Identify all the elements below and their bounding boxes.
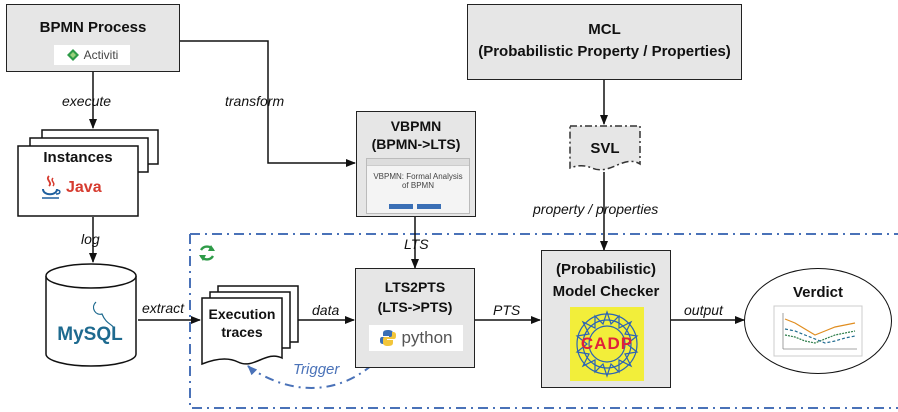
vbpmn-screenshot-navbar bbox=[367, 159, 469, 166]
mcl-title: MCL bbox=[588, 21, 621, 38]
instances-stack bbox=[17, 129, 159, 217]
edge-label-log: log bbox=[81, 231, 100, 247]
model-checker-title: (Probabilistic) bbox=[555, 261, 656, 278]
edge-label-property: property / properties bbox=[533, 201, 659, 217]
python-logo-text: python bbox=[401, 328, 453, 347]
vbpmn-screenshot: VBPMN: Formal Analysis of BPMN bbox=[366, 158, 470, 214]
activiti-icon bbox=[66, 49, 79, 61]
edge-label-transform: transform bbox=[225, 93, 285, 109]
python-logo: python bbox=[369, 325, 463, 351]
execution-traces-stack bbox=[201, 285, 299, 366]
verdict-ellipse: Verdict bbox=[744, 268, 892, 374]
verdict-label: Verdict bbox=[792, 284, 844, 301]
edge-label-extract: extract bbox=[142, 300, 185, 316]
bpmn-process-box: BPMN Process Activiti bbox=[6, 4, 180, 72]
edge-label-execute: execute bbox=[62, 93, 112, 109]
vbpmn-title: VBPMN bbox=[390, 118, 442, 134]
execution-traces-line2: traces bbox=[221, 324, 263, 340]
mcl-subtitle: (Probabilistic Property / Properties) bbox=[478, 43, 731, 60]
cadp-logo-text: CADP bbox=[580, 334, 634, 353]
mcl-box: MCL (Probabilistic Property / Properties… bbox=[467, 4, 742, 80]
verdict-chart-thumbnail bbox=[773, 305, 863, 357]
vbpmn-screenshot-button bbox=[389, 204, 413, 209]
svl-shape bbox=[569, 125, 641, 171]
vbpmn-screenshot-title: VBPMN: Formal Analysis of BPMN bbox=[373, 172, 463, 190]
refresh-icon bbox=[199, 245, 215, 261]
activiti-logo: Activiti bbox=[54, 45, 130, 65]
vbpmn-screenshot-buttons bbox=[389, 204, 441, 209]
java-logo-text: Java bbox=[66, 179, 102, 196]
java-logo: Java bbox=[40, 174, 102, 202]
edge-label-pts: PTS bbox=[493, 302, 521, 318]
mysql-logo-text: MySQL bbox=[57, 324, 123, 345]
edge-label-output: output bbox=[684, 302, 723, 318]
model-checker-box: (Probabilistic) Model Checker CADP bbox=[541, 250, 671, 388]
edge-label-lts: LTS bbox=[404, 236, 429, 252]
bpmn-process-title: BPMN Process bbox=[39, 19, 147, 36]
cadp-logo: CADP bbox=[570, 307, 644, 381]
vbpmn-box: VBPMN (BPMN->LTS) VBPMN: Formal Analysis… bbox=[356, 111, 476, 217]
lts2pts-box: LTS2PTS (LTS->PTS) python bbox=[355, 268, 475, 368]
java-cup-icon bbox=[42, 175, 61, 199]
activiti-logo-text: Activiti bbox=[83, 48, 119, 62]
execution-traces-line1: Execution bbox=[208, 306, 276, 322]
svl-label: SVL bbox=[590, 140, 620, 157]
vbpmn-screenshot-button bbox=[417, 204, 441, 209]
mysql-db-cylinder bbox=[45, 263, 137, 367]
model-checker-subtitle: Model Checker bbox=[552, 283, 660, 300]
lts2pts-subtitle: (LTS->PTS) bbox=[377, 299, 453, 315]
lts2pts-title: LTS2PTS bbox=[384, 279, 446, 295]
python-icon bbox=[380, 330, 397, 346]
cadp-flower-icon bbox=[575, 310, 639, 378]
dashed-frame bbox=[189, 233, 898, 409]
edge-trigger bbox=[247, 364, 373, 389]
edge-label-data: data bbox=[312, 302, 340, 318]
edge-label-trigger: Trigger bbox=[293, 361, 340, 378]
vbpmn-subtitle: (BPMN->LTS) bbox=[371, 136, 461, 152]
instances-label: Instances bbox=[43, 149, 113, 166]
edge-transform bbox=[180, 40, 356, 167]
